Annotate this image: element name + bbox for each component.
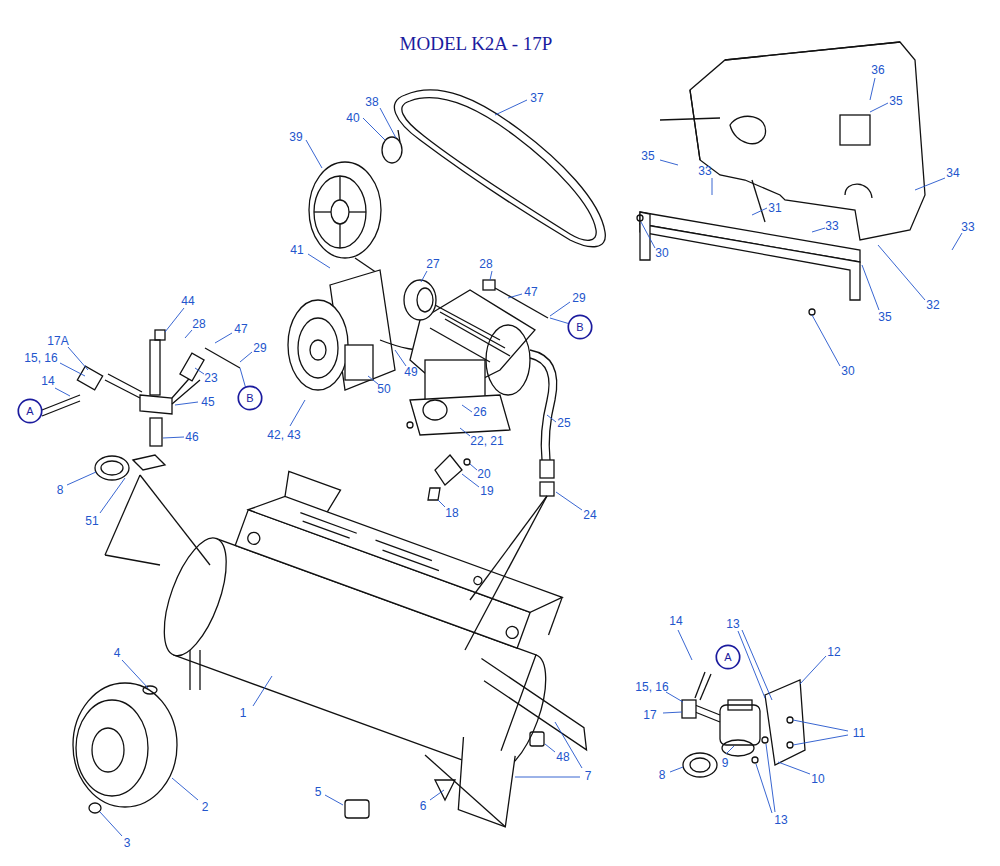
callout-number: 2: [202, 801, 209, 813]
reference-letter: A: [17, 398, 43, 424]
callout-number: 15, 16: [635, 681, 668, 693]
callout-number: 5: [315, 786, 322, 798]
reference-letter: A: [715, 644, 741, 670]
callout-number: 11: [853, 727, 865, 739]
callout-number: 26: [473, 406, 486, 418]
callout-number: 42, 43: [267, 429, 300, 441]
callout-number: 33: [698, 165, 711, 177]
callout-number: 3: [124, 837, 131, 849]
callout-number: 14: [41, 375, 54, 387]
callout-number: 29: [572, 292, 585, 304]
callout-number: 15, 16: [24, 352, 57, 364]
callout-number: 20: [477, 468, 490, 480]
callout-number: 10: [811, 773, 824, 785]
callout-number: 50: [377, 383, 390, 395]
callout-number: 36: [871, 64, 884, 76]
callout-number: 37: [530, 92, 543, 104]
reference-circle: A: [715, 644, 741, 670]
callout-number: 13: [726, 618, 739, 630]
callout-number: 40: [346, 112, 359, 124]
callout-number: 9: [722, 757, 729, 769]
callout-number: 28: [479, 258, 492, 270]
callout-number: 41: [290, 244, 303, 256]
callout-number: 14: [669, 615, 682, 627]
callout-number: 35: [889, 95, 902, 107]
reference-circle: B: [237, 385, 263, 411]
reference-letter: B: [237, 385, 263, 411]
callout-number: 4: [114, 647, 121, 659]
callout-number: 22, 21: [470, 435, 503, 447]
reference-letter: B: [567, 314, 593, 340]
callout-number: 45: [201, 396, 214, 408]
callout-number: 17A: [47, 335, 68, 347]
callout-number: 19: [480, 485, 493, 497]
callout-number: 8: [57, 484, 64, 496]
callout-number: 47: [524, 286, 537, 298]
callout-number: 48: [556, 751, 569, 763]
callout-number: 32: [926, 299, 939, 311]
callout-number: 38: [365, 96, 378, 108]
callout-number: 29: [253, 342, 266, 354]
callout-number: 12: [827, 646, 840, 658]
callout-number: 18: [445, 507, 458, 519]
callout-number: 25: [557, 417, 570, 429]
callout-number: 33: [961, 221, 974, 233]
callout-number: 6: [420, 800, 427, 812]
callout-number: 34: [946, 167, 959, 179]
callout-number: 44: [181, 295, 194, 307]
callout-number: 33: [825, 220, 838, 232]
diagram-title: MODEL K2A - 17P: [400, 34, 553, 53]
callout-number: 7: [585, 770, 592, 782]
callout-number: 24: [583, 509, 596, 521]
callout-number: 28: [192, 318, 205, 330]
callout-number: 17: [643, 709, 656, 721]
callout-number: 51: [85, 515, 98, 527]
callout-number: 46: [185, 431, 198, 443]
reference-circle: A: [17, 398, 43, 424]
callout-number: 35: [641, 150, 654, 162]
callout-number: 13: [774, 814, 787, 826]
callout-number: 8: [659, 769, 666, 781]
callout-number: 23: [204, 372, 217, 384]
callout-number: 49: [404, 366, 417, 378]
callout-number: 47: [234, 323, 247, 335]
callout-number: 1: [240, 707, 247, 719]
callout-number: 27: [426, 258, 439, 270]
callout-number: 39: [289, 131, 302, 143]
callout-number: 30: [655, 247, 668, 259]
reference-circle: B: [567, 314, 593, 340]
callout-number: 31: [768, 202, 781, 214]
callout-number: 35: [878, 311, 891, 323]
callout-number: 30: [841, 365, 854, 377]
